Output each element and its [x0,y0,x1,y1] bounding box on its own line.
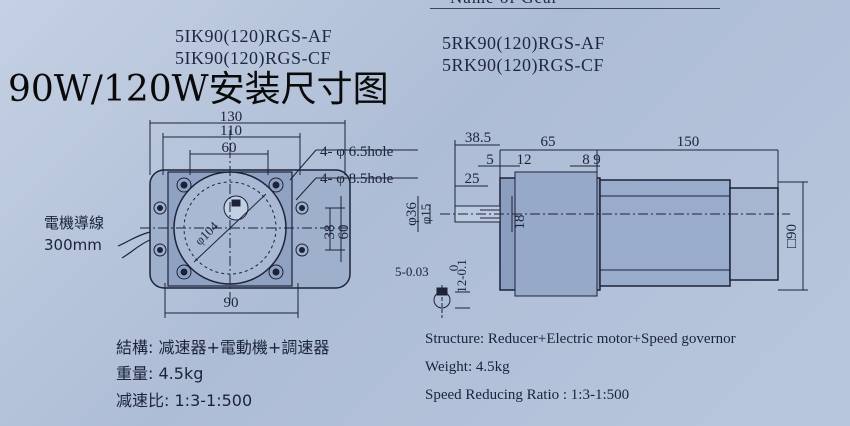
dim-60-vertical: 60 [336,225,352,240]
dim-110: 110 [220,123,242,139]
dim-25: 25 [465,171,480,187]
motor-body [599,179,731,287]
heading-rule [430,8,720,9]
dim-phi15: φ15 [418,204,433,225]
dim-zero: 0 [446,265,461,272]
info-value: 减速器+電動機+調速器 [158,338,330,357]
dim-9: 9 [593,152,601,168]
dim-12: 12 [517,152,532,168]
dim-150: 150 [677,134,700,150]
info-ratio-cn: 减速比: 1:3-1:500 [116,387,252,411]
info-ratio-en: Speed Reducing Ratio : 1:3-1:500 [425,387,630,403]
dim-90: 90 [224,295,239,311]
name-of-gear-heading: Name of Gear [450,0,558,8]
info-structure-en: Structure: Reducer+Electric motor+Speed … [425,331,736,347]
dim-tolerance-5: 5-0.03 [395,264,429,279]
dim-130: 130 [220,109,243,125]
dim-tolerance-12: 12-0.1 [454,259,469,293]
dim-8: 8 [582,152,590,168]
overlay-title: 90W/120W安装尺寸图 [8,69,389,110]
info-label: 减速比: [116,391,170,410]
cable-label-cn: 電機導線 [44,214,105,232]
dim-5: 5 [486,152,494,168]
info-structure-cn: 結構: 减速器+電動機+調速器 [116,334,329,358]
hole-label-8-5: 4- φ 8.5hole [320,171,394,187]
info-value: 4.5kg [158,364,204,383]
info-weight-en: Weight: 4.5kg [425,359,510,375]
dim-phi36: φ36 [404,202,420,226]
dim-65: 65 [541,134,556,150]
info-label: 重量: [116,364,154,383]
info-value: 1:3-1:500 [174,391,253,410]
dim-38-5: 38.5 [465,130,491,146]
model-right-1: 5RK90(120)RGS-AF [442,33,606,53]
dim-18: 18 [512,215,528,230]
dim-square-90: □90 [784,224,800,248]
hole-label-6-5: 4- φ 6.5hole [320,144,394,160]
dim-60: 60 [222,140,237,156]
info-label: 結構: [116,338,154,357]
model-right-2: 5RK90(120)RGS-CF [442,55,605,75]
dim-38: 38 [322,225,338,240]
model-left-1: 5IK90(120)RGS-AF [175,26,333,46]
cable-label-length: 300mm [44,236,102,254]
info-weight-cn: 重量: 4.5kg [116,360,203,384]
model-left-2: 5IK90(120)RGS-CF [175,48,332,68]
mounting-holes [153,177,309,280]
